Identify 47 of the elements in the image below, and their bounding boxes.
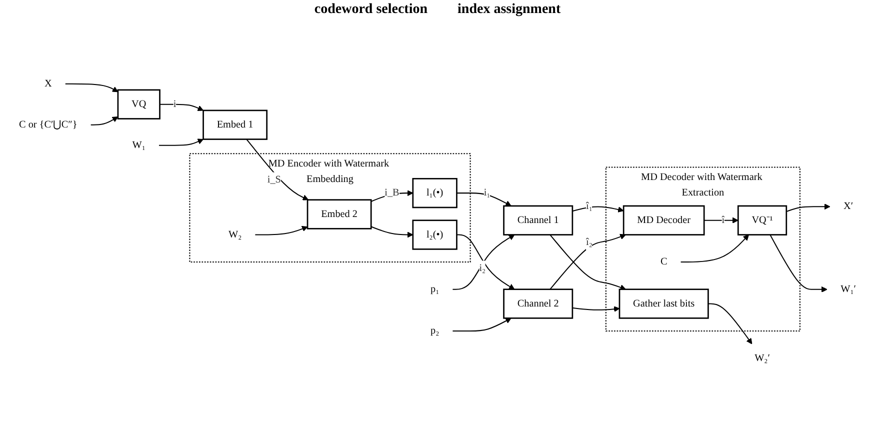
note-text: index assignment — [458, 2, 561, 18]
node-text: p₁ — [430, 284, 440, 296]
arrow — [160, 104, 204, 112]
node-box: VQ — [117, 90, 160, 120]
node-box: Embed 2 — [306, 200, 372, 230]
arrow — [786, 204, 830, 212]
arrow — [255, 226, 308, 236]
node-box: Gather last bits — [618, 289, 709, 320]
node-text: W₁ — [132, 140, 146, 152]
node-text: W₂ — [228, 230, 242, 240]
arrow — [246, 139, 309, 201]
node-text: C or {C′⋃C″} — [19, 120, 78, 131]
edge-label: i_B — [384, 188, 400, 199]
edge-label: i₂ — [479, 263, 486, 274]
node-box: Channel 2 — [503, 289, 574, 320]
edge-label: i₁ — [484, 188, 490, 199]
arrow — [456, 192, 512, 207]
node-text: C — [660, 256, 668, 268]
arrow — [159, 139, 204, 146]
arrow — [572, 206, 624, 213]
node-text: X′ — [844, 201, 854, 212]
arrow — [680, 234, 750, 263]
arrow — [770, 234, 828, 293]
arrow — [708, 304, 752, 345]
arrow — [370, 190, 414, 202]
node-box: l₁(•) — [412, 178, 458, 209]
arrow — [452, 318, 512, 332]
node-box: l₂(•) — [412, 220, 458, 250]
edge-label: î₂ — [586, 237, 592, 248]
node-text: p₂ — [430, 326, 440, 337]
edge-label: î — [722, 215, 725, 226]
node-text: W₁′ — [840, 284, 856, 296]
edge-label: i_S — [267, 174, 281, 186]
note-text: codeword selection — [314, 2, 428, 18]
edge-label: î₁ — [586, 201, 592, 212]
node-text: W₂′ — [754, 353, 770, 364]
arrow — [704, 218, 738, 224]
node-box: Embed 1 — [202, 110, 268, 140]
edge-label: i — [173, 99, 176, 110]
node-text: X — [44, 78, 52, 90]
node-box: MD Decoder — [622, 206, 705, 236]
arrow — [370, 226, 414, 238]
arrow — [572, 306, 620, 312]
arrow — [90, 116, 118, 126]
node-box: Channel 1 — [503, 206, 574, 236]
node-box: VQ⁻¹ — [737, 206, 788, 236]
arrow — [65, 84, 118, 93]
